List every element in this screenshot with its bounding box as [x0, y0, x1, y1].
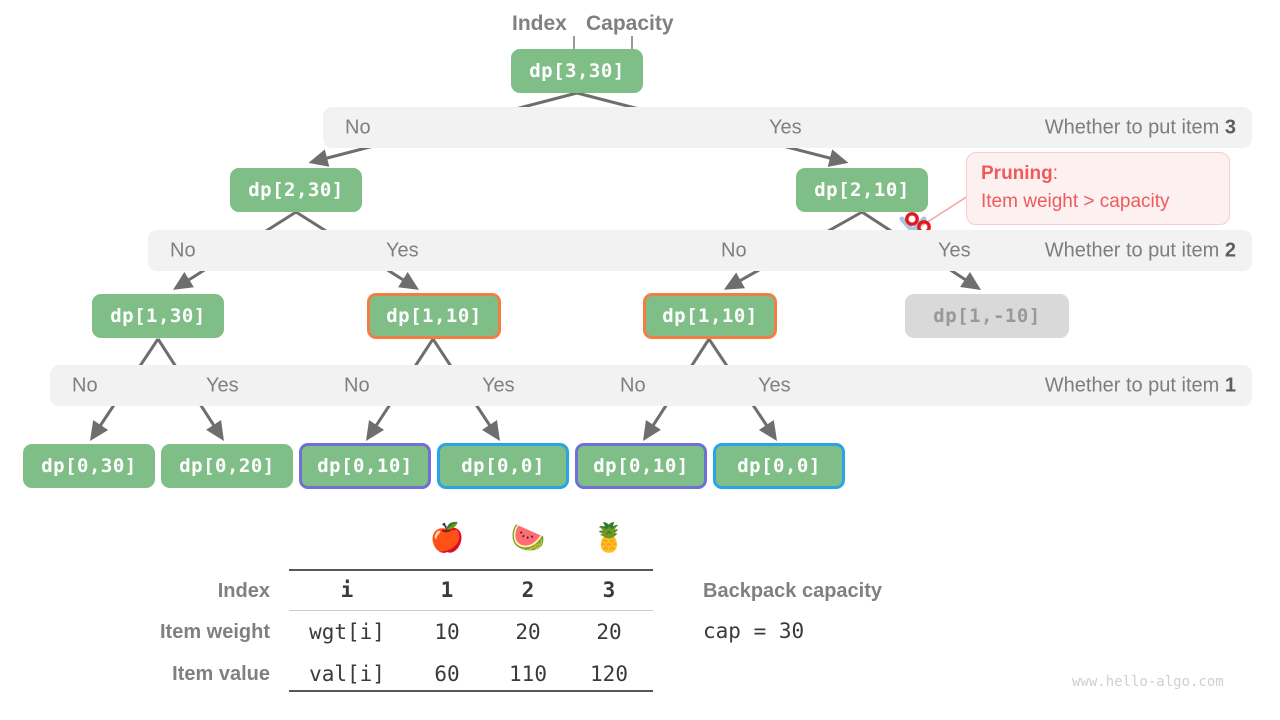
table-cell-value-3: 120 [590, 662, 628, 686]
table-cell-weight-2: 20 [515, 620, 541, 644]
branch-label-yes-1: Yes [386, 239, 419, 261]
level-question-2: Whether to put item 2 [1044, 239, 1236, 261]
pruning-callout: Pruning: Item weight > capacity [966, 152, 1230, 225]
pruning-title-line: Pruning: [981, 163, 1215, 185]
tree-node-r2c3-pruned[interactable]: dp[1,-10] [905, 294, 1069, 338]
branch-label-no-1: No [170, 239, 196, 261]
branch-label-no-b: No [344, 374, 370, 396]
index-annotation: Index [512, 12, 567, 35]
tree-node-r2c2[interactable]: dp[1,10] [643, 293, 777, 339]
level-bar-item-3: No Yes Whether to put item 3 [323, 107, 1252, 148]
table-cell-val: val[i] [309, 662, 385, 686]
level-question-1: Whether to put item 1 [1044, 374, 1236, 396]
pineapple-icon: 🍍 [591, 522, 627, 553]
table-cell-weight-1: 10 [434, 620, 460, 644]
branch-label-yes-2: Yes [938, 239, 971, 261]
table-cell-weight-3: 20 [596, 620, 622, 644]
branch-label-yes-c: Yes [758, 374, 791, 396]
branch-label-no-a: No [72, 374, 98, 396]
backpack-capacity-code: cap = 30 [703, 619, 805, 643]
tree-node-r3c3[interactable]: dp[0,0] [437, 443, 569, 489]
branch-label-yes-b: Yes [482, 374, 515, 396]
branch-label-yes: Yes [769, 116, 802, 138]
level-bar-item-1: No Yes No Yes No Yes Whether to put item… [50, 365, 1252, 406]
tree-node-r3c4[interactable]: dp[0,10] [575, 443, 707, 489]
table-cell-index-1: 1 [440, 578, 454, 602]
table-rule-top [289, 569, 653, 571]
pruning-colon: : [1052, 163, 1059, 184]
tree-node-r1c0[interactable]: dp[2,30] [230, 168, 362, 212]
tree-node-r3c5[interactable]: dp[0,0] [713, 443, 845, 489]
table-rule-bottom [289, 690, 653, 692]
tree-node-r3c0[interactable]: dp[0,30] [23, 444, 155, 488]
table-rowlabel-index: Index [217, 580, 270, 602]
level-bar-item-2: No Yes No Yes Whether to put item 2 [148, 230, 1252, 271]
table-cell-value-2: 110 [509, 662, 547, 686]
branch-label-no-c: No [620, 374, 646, 396]
tree-node-r1c1[interactable]: dp[2,10] [796, 168, 928, 212]
table-cell-index-2: 2 [521, 578, 535, 602]
apple-icon: 🍎 [429, 522, 465, 553]
watermelon-icon: 🍉 [510, 522, 546, 553]
table-rule-mid [289, 610, 653, 611]
table-cell-i: i [340, 578, 354, 602]
branch-label-no-2: No [721, 239, 747, 261]
pruning-title: Pruning [981, 163, 1053, 184]
level-question-3: Whether to put item 3 [1044, 116, 1236, 138]
tree-node-r2c0[interactable]: dp[1,30] [92, 294, 224, 338]
backpack-capacity-title: Backpack capacity [703, 580, 883, 602]
branch-label-no: No [345, 116, 371, 138]
watermark: www.hello-algo.com [1072, 674, 1224, 690]
table-rowlabel-value: Item value [172, 663, 270, 685]
tree-node-root[interactable]: dp[3,30] [511, 49, 643, 93]
table-cell-index-3: 3 [602, 578, 616, 602]
table-cell-wgt: wgt[i] [309, 620, 385, 644]
tree-node-r3c2[interactable]: dp[0,10] [299, 443, 431, 489]
capacity-annotation: Capacity [586, 12, 674, 35]
pruning-body: Item weight > capacity [981, 191, 1170, 212]
tree-node-r3c1[interactable]: dp[0,20] [161, 444, 293, 488]
table-rowlabel-weight: Item weight [159, 621, 270, 643]
tree-node-r2c1[interactable]: dp[1,10] [367, 293, 501, 339]
table-cell-value-1: 60 [434, 662, 460, 686]
branch-label-yes-a: Yes [206, 374, 239, 396]
